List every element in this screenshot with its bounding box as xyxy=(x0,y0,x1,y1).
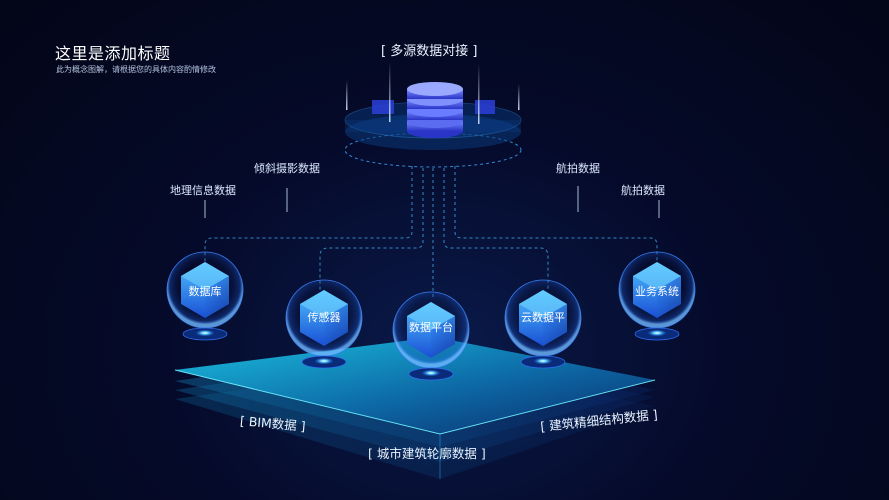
data-label-aerial-1: 航拍数据 xyxy=(556,162,600,175)
page-subtitle: 此为概念图解，请根据您的具体内容酌情修改 xyxy=(56,65,216,74)
node-business-system[interactable]: 业务系统 xyxy=(618,251,696,341)
node-label: 传感器 xyxy=(308,311,341,324)
node-cloud-data[interactable]: 云数据平 xyxy=(504,279,582,369)
connector-lines xyxy=(204,166,658,300)
platform-label-outline: [ 城市建筑轮廓数据 ] xyxy=(368,446,486,461)
node-label: 业务系统 xyxy=(635,285,679,298)
hub-label: [ 多源数据对接 ] xyxy=(381,44,478,59)
data-label-aerial-2: 航拍数据 xyxy=(621,184,665,197)
node-label: 数据库 xyxy=(189,284,222,298)
node-label: 数据平台 xyxy=(409,320,453,334)
node-label: 云数据平 xyxy=(521,310,565,324)
page-title: 这里是添加标题 xyxy=(55,44,171,63)
data-label-geo: 地理信息数据 xyxy=(170,184,236,197)
node-data-platform[interactable]: 数据平台 xyxy=(392,291,470,381)
node-sensor[interactable]: 传感器 xyxy=(285,279,363,369)
node-database[interactable]: 数据库 xyxy=(166,251,244,341)
label-ticks xyxy=(204,186,660,218)
data-stack-hub xyxy=(344,62,522,168)
data-label-oblique: 倾斜摄影数据 xyxy=(254,162,320,175)
